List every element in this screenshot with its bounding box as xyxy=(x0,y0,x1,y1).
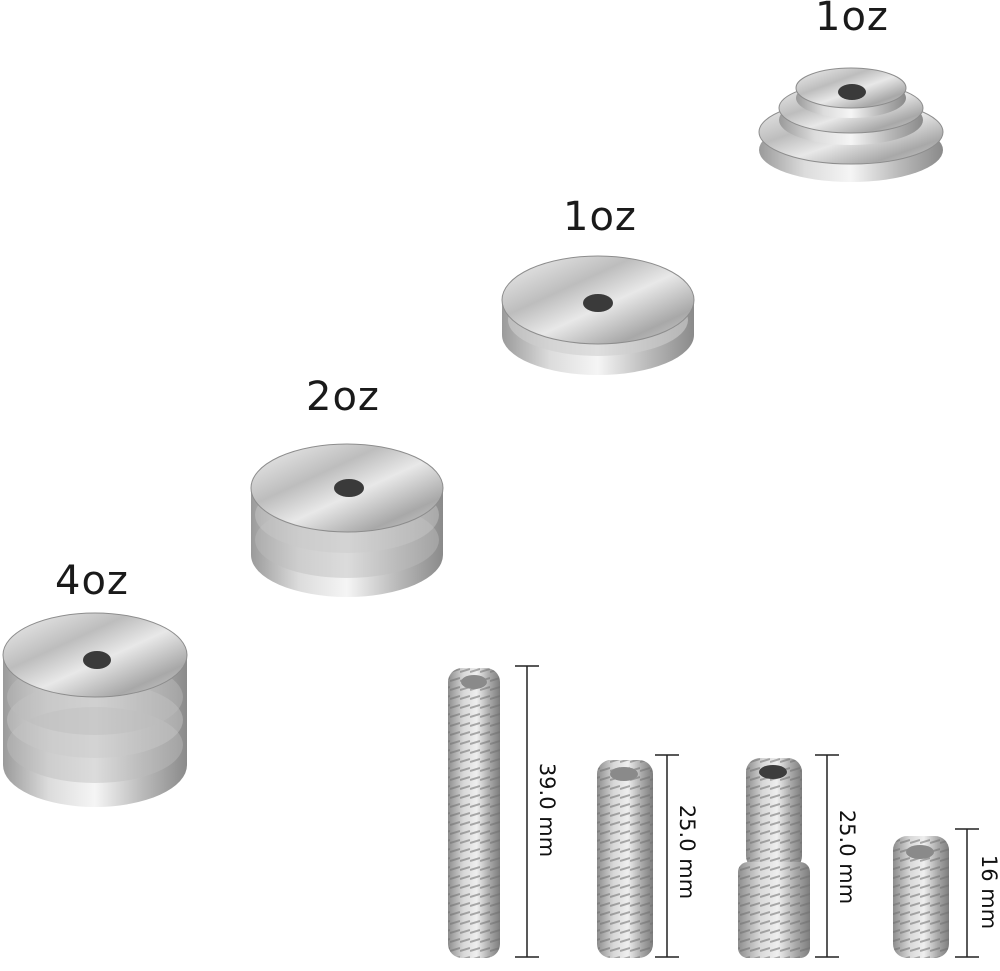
stud-25mm-straight xyxy=(597,754,679,958)
dimension-label-39mm: 39.0 mm xyxy=(535,762,560,858)
weight-label-1oz-disc: 1oz xyxy=(563,194,637,240)
stud-16mm xyxy=(893,828,979,958)
stud-39mm xyxy=(448,665,539,958)
weight-1oz-disc xyxy=(501,255,695,375)
dimension-label-16mm: 16 mm xyxy=(977,854,1000,930)
weight-2oz xyxy=(250,443,444,597)
weight-label-4oz: 4oz xyxy=(55,558,129,604)
weight-label-2oz: 2oz xyxy=(306,374,380,420)
weight-1oz-stepped xyxy=(758,67,944,182)
weight-label-1oz-top: 1oz xyxy=(815,0,889,40)
dimension-label-25mm-a: 25.0 mm xyxy=(675,804,700,900)
stud-25mm-stepped xyxy=(738,754,839,958)
dimension-label-25mm-b: 25.0 mm xyxy=(835,809,860,905)
weight-4oz xyxy=(2,612,188,807)
